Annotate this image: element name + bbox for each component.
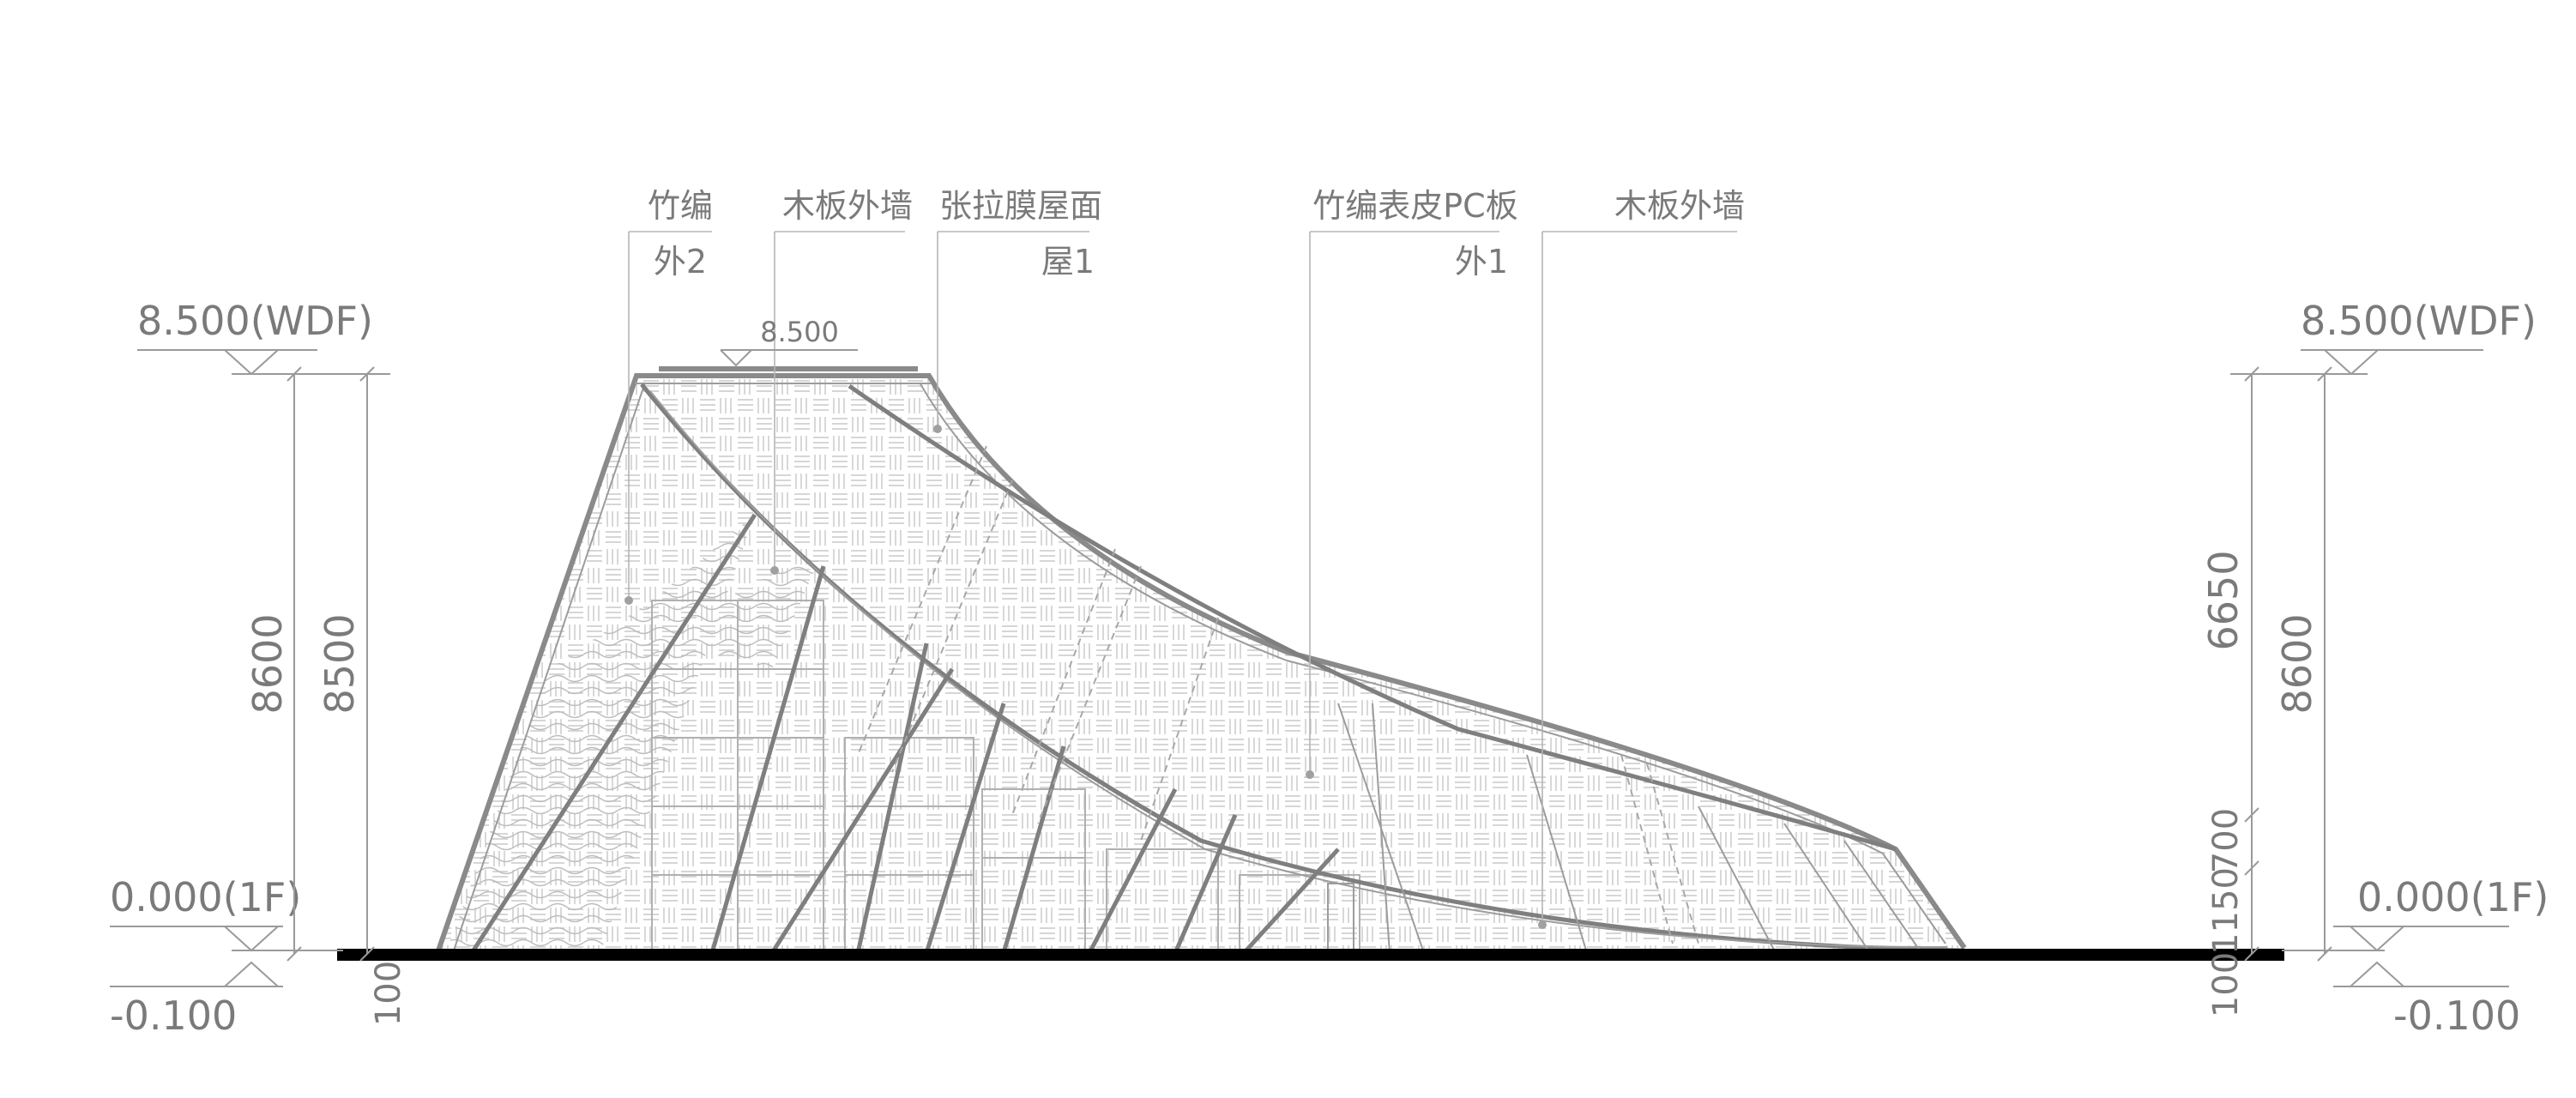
left-dim-8600: 8600 <box>244 613 291 714</box>
right-level-markers: 8.500(WDF) 0.000(1F) -0.100 <box>2230 298 2549 1039</box>
structural-members <box>469 383 1965 955</box>
right-floor-level: 0.000(1F) <box>2357 874 2549 920</box>
top-elevation-mark: 8.500 <box>720 316 858 367</box>
label-bamboo-pc-panel: 竹编表皮PC板 <box>1312 187 1517 225</box>
left-dimensions: 8600 8500 100 <box>244 366 408 1026</box>
right-dim-700: 700 <box>2206 808 2246 873</box>
left-dim-100: 100 <box>369 961 408 1026</box>
ground-line <box>337 949 2284 961</box>
label-wood-wall-1: 木板外墙 <box>782 187 913 225</box>
label-membrane-roof: 张拉膜屋面 <box>939 187 1102 225</box>
right-dim-6650: 6650 <box>2200 550 2247 650</box>
callout-labels: 竹编 外2 木板外墙 张拉膜屋面 屋1 竹编表皮PC板 外1 木板外墙 <box>624 187 1745 929</box>
label-wood-wall-2: 木板外墙 <box>1614 187 1745 225</box>
right-below-level: -0.100 <box>2393 992 2520 1039</box>
label-bamboo-pc-panel-code: 外1 <box>1455 243 1508 281</box>
building-elevation <box>435 366 1969 955</box>
label-membrane-roof-code: 屋1 <box>1041 243 1095 281</box>
label-bamboo-weave: 竹编 <box>648 187 713 225</box>
left-level-markers: 8.500(WDF) 0.000(1F) -0.100 <box>110 298 390 1039</box>
left-top-level: 8.500(WDF) <box>137 298 373 344</box>
right-dim-100: 100 <box>2206 952 2246 1017</box>
facade-fill <box>437 376 1969 953</box>
left-dim-8500: 8500 <box>317 613 363 714</box>
left-below-level: -0.100 <box>110 992 237 1039</box>
wood-wall-hatch <box>446 515 823 953</box>
right-dim-1150: 1150 <box>2206 867 2246 955</box>
right-dimensions: 6650 700 1150 100 8600 <box>2200 366 2332 1017</box>
right-top-level: 8.500(WDF) <box>2301 298 2537 344</box>
membrane-dashes <box>857 445 1699 944</box>
left-floor-level: 0.000(1F) <box>110 874 301 920</box>
svg-text:8.500: 8.500 <box>760 316 839 348</box>
right-dim-8600: 8600 <box>2274 613 2320 714</box>
label-bamboo-weave-code: 外2 <box>654 243 707 281</box>
